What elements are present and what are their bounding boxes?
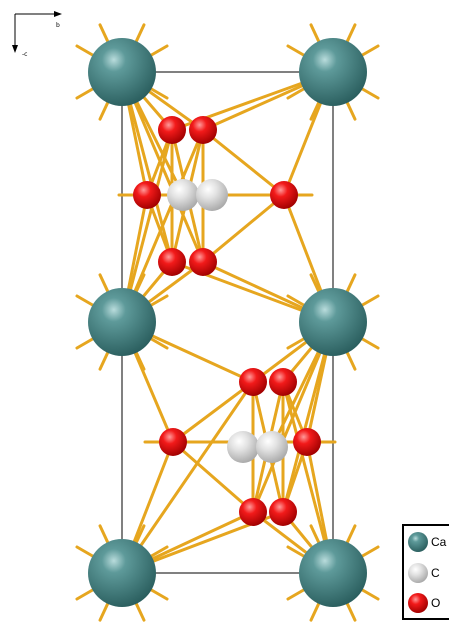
bond bbox=[201, 193, 286, 264]
carbon-atom bbox=[256, 431, 288, 463]
oxygen-atom bbox=[269, 368, 297, 396]
calcium-atom bbox=[88, 38, 156, 106]
oxygen-atom bbox=[158, 248, 186, 276]
atom-layer bbox=[88, 38, 367, 607]
legend-label-calcium: Ca bbox=[431, 535, 447, 549]
legend-label-carbon: C bbox=[431, 566, 440, 580]
calcium-atom bbox=[299, 539, 367, 607]
calcium-atom-icon bbox=[408, 532, 428, 552]
oxygen-atom bbox=[270, 181, 298, 209]
calcium-atom bbox=[299, 288, 367, 356]
oxygen-atom bbox=[133, 181, 161, 209]
legend-item-carbon: C bbox=[407, 559, 440, 587]
bond bbox=[171, 440, 255, 514]
legend-item-calcium: Ca bbox=[407, 528, 446, 556]
carbon-atom-icon bbox=[408, 563, 428, 583]
b-axis-arrow-icon bbox=[54, 11, 62, 17]
carbon-atom bbox=[167, 179, 199, 211]
legend-item-oxygen: O bbox=[407, 589, 440, 617]
oxygen-atom bbox=[239, 368, 267, 396]
c-axis-label: -c bbox=[22, 51, 27, 58]
b-axis-label: b bbox=[56, 22, 60, 29]
oxygen-atom-icon bbox=[408, 593, 428, 613]
oxygen-atom bbox=[269, 498, 297, 526]
bond bbox=[120, 380, 255, 575]
legend-label-oxygen: O bbox=[431, 596, 441, 610]
carbon-atom bbox=[227, 431, 259, 463]
oxygen-atom bbox=[293, 428, 321, 456]
carbon-atom bbox=[196, 179, 228, 211]
oxygen-atom bbox=[239, 498, 267, 526]
oxygen-atom bbox=[189, 116, 217, 144]
bond bbox=[171, 380, 255, 444]
axis-indicator: b -c bbox=[12, 11, 62, 58]
c-axis-arrow-icon bbox=[12, 45, 18, 53]
oxygen-atom bbox=[158, 116, 186, 144]
oxygen-atom bbox=[189, 248, 217, 276]
bond bbox=[201, 128, 286, 197]
calcium-atom bbox=[88, 539, 156, 607]
oxygen-atom bbox=[159, 428, 187, 456]
calcium-atom bbox=[299, 38, 367, 106]
atom-legend: Ca C O bbox=[402, 524, 449, 620]
calcium-atom bbox=[88, 288, 156, 356]
